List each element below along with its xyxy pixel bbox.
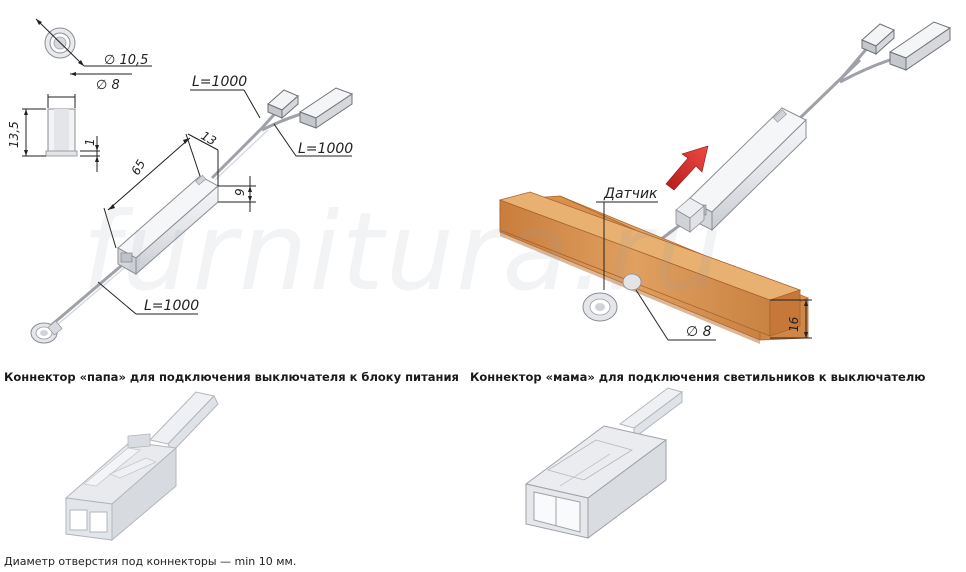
left-sensor-ring bbox=[30, 320, 63, 344]
sensor-label: Датчик bbox=[603, 186, 658, 202]
left-dimension-lines bbox=[97, 89, 352, 315]
right-dimension-lines bbox=[596, 201, 812, 341]
dim-height: 13,5 bbox=[7, 121, 21, 148]
dim-width: 13 bbox=[199, 128, 219, 148]
left-cable-assembly bbox=[47, 106, 309, 332]
dim-length: 65 bbox=[128, 157, 148, 177]
sensor-ring-top-view bbox=[35, 18, 152, 76]
dim-thickness: 9 bbox=[233, 188, 247, 196]
right-male-connector bbox=[861, 23, 895, 56]
dim-outer-diameter: ∅ 10,5 bbox=[104, 53, 148, 68]
footer-note: Диаметр отверстия под коннекторы — min 1… bbox=[4, 555, 297, 568]
female-connector-caption: Коннектор «мама» для подключения светиль… bbox=[470, 370, 926, 384]
dim-board: 16 bbox=[787, 316, 801, 332]
cable-length-top: L=1000 bbox=[192, 74, 247, 90]
right-sensor-ring bbox=[582, 273, 642, 322]
right-plug bbox=[675, 197, 705, 233]
left-male-connector bbox=[267, 89, 299, 120]
male-connector-caption: Коннектор «папа» для подключения выключа… bbox=[4, 370, 459, 384]
left-housing bbox=[117, 174, 219, 276]
left-female-connector bbox=[298, 87, 354, 129]
dim-hole: ∅ 8 bbox=[686, 324, 712, 340]
female-connector-detail bbox=[524, 387, 684, 539]
right-female-connector bbox=[888, 21, 952, 71]
insertion-arrow bbox=[665, 145, 709, 191]
watermark: furnitura.ru bbox=[82, 190, 724, 315]
dim-rim: 1 bbox=[83, 138, 97, 146]
cable-length-right: L=1000 bbox=[298, 141, 353, 157]
sensor-ring-side-view bbox=[22, 94, 100, 172]
cable-length-bottom: L=1000 bbox=[144, 298, 199, 314]
male-connector-detail bbox=[64, 391, 219, 542]
dim-inner-diameter: ∅ 8 bbox=[96, 78, 120, 93]
